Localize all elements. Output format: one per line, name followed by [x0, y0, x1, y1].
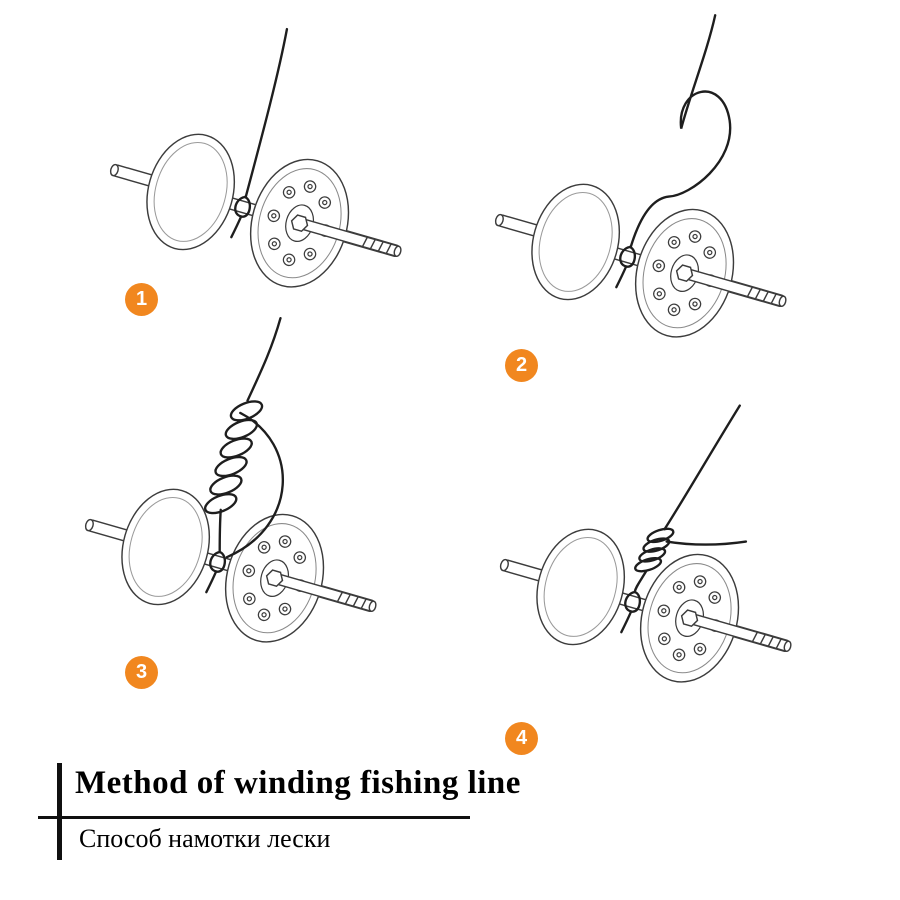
step-2-illustration: [477, 14, 805, 366]
reel-spool: [482, 500, 810, 711]
fishing-line-step-4: [633, 404, 748, 594]
caption-title-english: Method of winding fishing line: [75, 765, 521, 801]
step-1-illustration: [92, 27, 420, 316]
step-badge-3: 3: [125, 656, 158, 689]
fishing-line-step-3: [203, 317, 284, 559]
step-4-illustration: [482, 404, 810, 711]
caption-title-russian: Способ намотки лески: [79, 824, 331, 853]
knot-coil-wraps: [203, 400, 264, 515]
reel-spool: [477, 155, 805, 366]
caption-vertical-rule: [57, 763, 62, 860]
caption-horizontal-rule: [38, 816, 470, 819]
step-3-illustration: [67, 317, 395, 671]
fishing-line-step-2: [629, 14, 732, 249]
reel-spool: [67, 460, 395, 671]
fishing-line-step-1: [244, 27, 289, 199]
step-badge-1: 1: [125, 283, 158, 316]
step-badge-4: 4: [505, 722, 538, 755]
step-badge-2: 2: [505, 349, 538, 382]
